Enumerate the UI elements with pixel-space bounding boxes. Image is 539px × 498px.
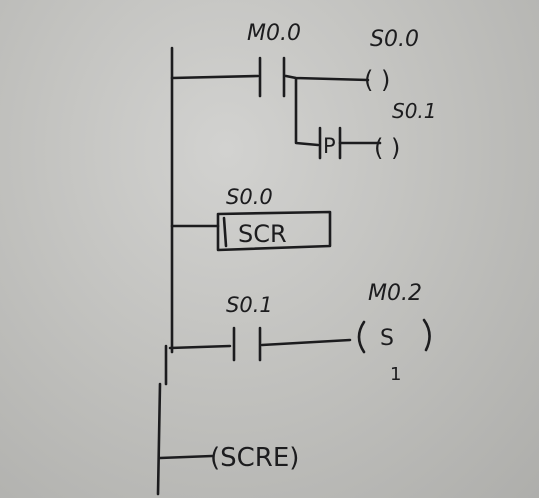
rung-3-wire bbox=[168, 338, 352, 350]
rung-4: (SCRE) bbox=[158, 443, 299, 473]
set-coil-instruction: S bbox=[380, 326, 394, 351]
coil-s0-1-label: S0.1 bbox=[392, 99, 437, 123]
scre-instruction: (SCRE) bbox=[210, 443, 299, 473]
rung-4-wire bbox=[158, 454, 214, 460]
set-coil-count: 1 bbox=[390, 364, 401, 385]
power-rail bbox=[156, 46, 174, 496]
scr-instruction-label: SCR bbox=[238, 220, 287, 248]
contact-m0-0-label: M0.0 bbox=[247, 21, 301, 46]
coil-s0-1-symbol: ( ) bbox=[374, 134, 400, 162]
contact-s0-1-label: S0.1 bbox=[226, 293, 273, 317]
rung-1: M0.0 S0.0 ( ) P S0.1 ( ) bbox=[170, 21, 437, 162]
edge-contact-p-label: P bbox=[323, 134, 336, 158]
contact-s0-1-symbol bbox=[232, 326, 262, 362]
coil-s0-0-label: S0.0 bbox=[370, 27, 419, 52]
contact-m0-0-symbol bbox=[258, 56, 286, 98]
rung-2: S0.0 SCR bbox=[170, 185, 332, 252]
scr-box bbox=[216, 210, 332, 252]
set-coil-brackets bbox=[357, 318, 431, 354]
rung-3: S0.1 M0.2 S 1 bbox=[168, 281, 431, 385]
rung-1-wire bbox=[170, 74, 370, 147]
coil-s0-0-symbol: ( ) bbox=[364, 66, 390, 94]
coil-m0-2-label: M0.2 bbox=[368, 281, 422, 306]
scr-operand-label: S0.0 bbox=[226, 185, 273, 209]
